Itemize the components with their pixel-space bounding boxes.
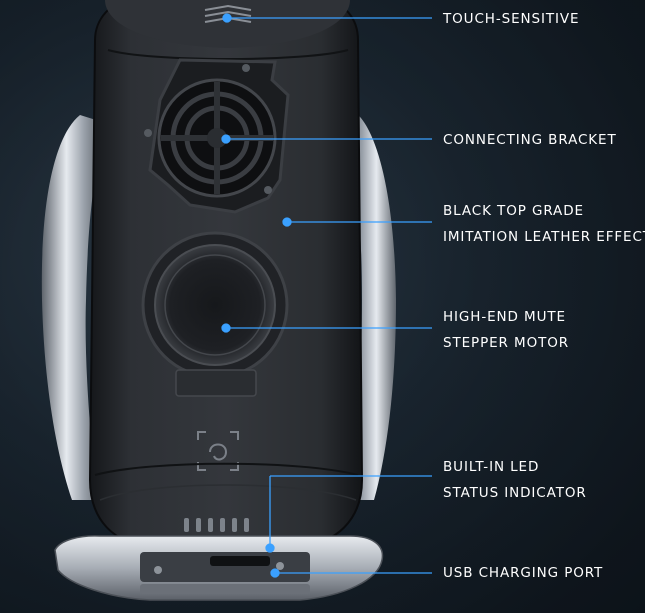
callout-touch-sensitive: TOUCH-SENSITIVE xyxy=(443,6,579,32)
callout-stepper-motor-line1: HIGH-END MUTE xyxy=(443,309,566,325)
callout-usb-port-line1: USB CHARGING PORT xyxy=(443,565,604,581)
callout-led-indicator: BUILT-IN LED STATUS INDICATOR xyxy=(443,454,587,506)
callout-stepper-motor: HIGH-END MUTE STEPPER MOTOR xyxy=(443,304,569,356)
callout-leather-effect-line2: IMITATION LEATHER EFFECT xyxy=(443,229,645,245)
callout-touch-sensitive-line1: TOUCH-SENSITIVE xyxy=(443,11,580,27)
callout-connecting-bracket: CONNECTING BRACKET xyxy=(443,127,617,153)
callout-led-indicator-line1: BUILT-IN LED xyxy=(443,459,540,475)
callout-leather-effect-line1: BLACK TOP GRADE xyxy=(443,203,584,219)
callout-leather-effect: BLACK TOP GRADE IMITATION LEATHER EFFECT xyxy=(443,198,645,250)
callout-connecting-bracket-line1: CONNECTING BRACKET xyxy=(443,132,617,148)
callout-led-indicator-line2: STATUS INDICATOR xyxy=(443,485,587,501)
callout-usb-port: USB CHARGING PORT xyxy=(443,560,603,586)
callout-stepper-motor-line2: STEPPER MOTOR xyxy=(443,335,570,351)
